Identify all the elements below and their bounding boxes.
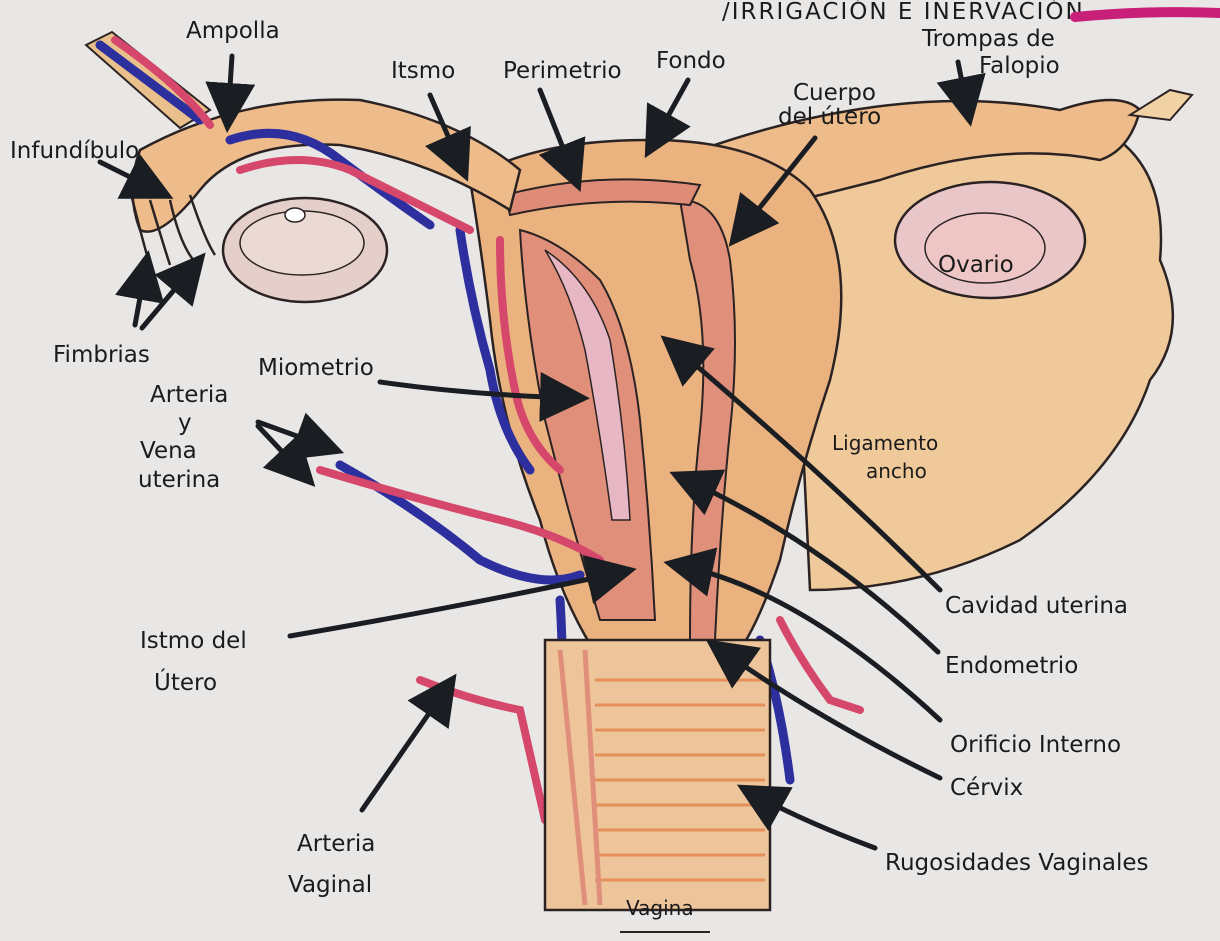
label-ligamento-1: Ligamento	[832, 431, 938, 455]
label-arteria-vena-4: uterina	[138, 467, 220, 493]
label-arteria-vena-2: y	[178, 410, 192, 436]
label-cuerpo-2: del útero	[778, 104, 881, 130]
uterus-body	[470, 140, 841, 660]
label-vagina: Vagina	[626, 896, 694, 920]
label-rugosidades: Rugosidades Vaginales	[885, 850, 1149, 876]
label-ligamento-2: ancho	[866, 459, 927, 483]
label-istmo: Itsmo	[391, 58, 455, 84]
arrow-fimbrias-2	[142, 264, 196, 328]
arrow-fondo	[652, 80, 688, 145]
label-istmo-utero-1: Istmo del	[140, 628, 247, 654]
label-arteria-vena-3: Vena	[140, 438, 197, 464]
label-arteria-vena-1: Arteria	[150, 382, 228, 408]
arrow-fimbrias-1	[135, 265, 146, 325]
tube-end-right	[1130, 90, 1192, 120]
label-orificio: Orificio Interno	[950, 732, 1121, 758]
label-trompas-1: Trompas de	[921, 26, 1055, 52]
follicle	[285, 208, 305, 222]
label-miometrio: Miometrio	[258, 355, 374, 381]
label-istmo-utero-2: Útero	[154, 668, 217, 696]
header-title-fragment: /IRRIGACIÓN E INERVACIÓN	[722, 0, 1085, 25]
label-endometrio: Endometrio	[945, 653, 1078, 679]
arrow-ampolla	[228, 56, 232, 118]
label-cavidad: Cavidad uterina	[945, 593, 1128, 619]
label-perimetrio: Perimetrio	[503, 58, 622, 84]
label-fimbrias: Fimbrias	[53, 342, 150, 368]
label-infundibulo: Infundíbulo	[10, 138, 139, 164]
label-ovario: Ovario	[938, 252, 1014, 278]
label-ampolla: Ampolla	[186, 18, 280, 44]
label-cervix: Cérvix	[950, 775, 1023, 801]
label-cuerpo-1: Cuerpo	[793, 80, 876, 106]
label-fondo: Fondo	[656, 48, 726, 74]
highlight-stroke	[1075, 12, 1220, 17]
label-arteria-vaginal-2: Vaginal	[288, 872, 372, 898]
anatomy	[86, 32, 1192, 910]
label-trompas-2: Falopio	[979, 53, 1060, 79]
arrow-arteria-vaginal	[362, 686, 448, 810]
label-arteria-vaginal-1: Arteria	[297, 831, 375, 857]
arrow-vessels-2	[258, 426, 305, 476]
